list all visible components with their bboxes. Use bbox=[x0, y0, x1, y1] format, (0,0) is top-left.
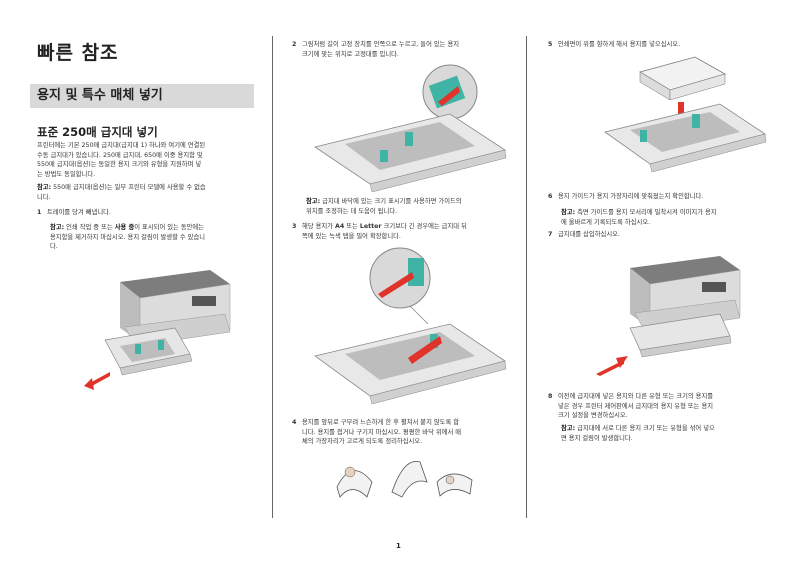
load-paper-illustration bbox=[604, 56, 767, 173]
section-banner: 용지 및 특수 매체 넣기 bbox=[30, 84, 254, 108]
step-1-note: 참고: 인쇄 작업 중 또는 사용 중이 표시되어 있는 동안에는 용지함을 제… bbox=[50, 224, 206, 251]
tray-extend-illustration bbox=[314, 247, 507, 405]
step-6-note: 참고: 측면 가이드를 용지 모서리에 밀착시켜 이미지가 용지 에 올바르게 … bbox=[561, 209, 717, 226]
column-divider-1 bbox=[272, 36, 273, 518]
printer-tray-out-illustration bbox=[84, 270, 231, 390]
page-title: 빠른 참조 bbox=[37, 42, 119, 64]
paper-flex-illustration bbox=[336, 460, 473, 498]
tray-length-guide-illustration bbox=[314, 64, 507, 192]
printer-tray-insert-illustration bbox=[596, 256, 741, 376]
step-2-note: 참고: 급지대 바닥에 있는 크기 표시기를 사용하면 가이드의 위치를 조정하… bbox=[306, 198, 462, 215]
page-number: 1 bbox=[396, 542, 401, 550]
section-heading: 표준 250매 급지대 넣기 bbox=[37, 125, 158, 139]
column-divider-2 bbox=[526, 36, 527, 518]
intro-note: 참고: 550매 급지대(옵션)는 일부 프린터 모델에 사용할 수 없습 니다… bbox=[37, 184, 206, 201]
step-8-note: 참고: 급지대에 서로 다른 용지 크기 또는 유형을 섞어 넣으 면 용지 걸… bbox=[561, 425, 715, 442]
